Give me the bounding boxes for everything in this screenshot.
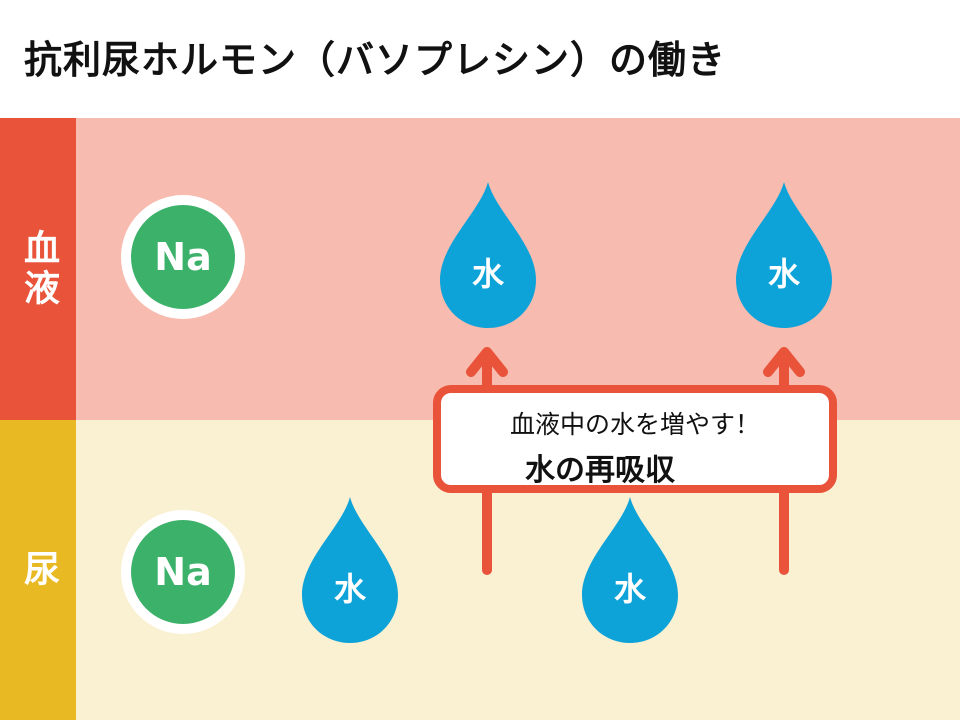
page-title: 抗利尿ホルモン（バソプレシン）の働き	[24, 38, 727, 82]
water-label: 水	[767, 255, 800, 293]
water-label: 水	[613, 570, 646, 608]
reabsorption-callout: 血液中の水を増やす！ 水の再吸収	[433, 385, 837, 493]
water-drop-icon: 水	[736, 182, 832, 328]
sodium-circle-icon: Na	[121, 195, 245, 319]
sodium-label: Na	[131, 205, 235, 309]
urine-band-label: 尿	[0, 420, 76, 720]
callout-heading: 水の再吸収	[525, 453, 675, 488]
water-label: 水	[471, 255, 504, 293]
water-drop-icon: 水	[582, 497, 678, 643]
water-drop-icon: 水	[440, 182, 536, 328]
callout-subtext: 血液中の水を増やす！	[509, 410, 760, 439]
blood-band-label: 血液	[0, 118, 76, 420]
sodium-circle-icon: Na	[121, 510, 245, 634]
water-label: 水	[333, 570, 366, 608]
sodium-label: Na	[131, 520, 235, 624]
water-drop-icon: 水	[302, 497, 398, 643]
